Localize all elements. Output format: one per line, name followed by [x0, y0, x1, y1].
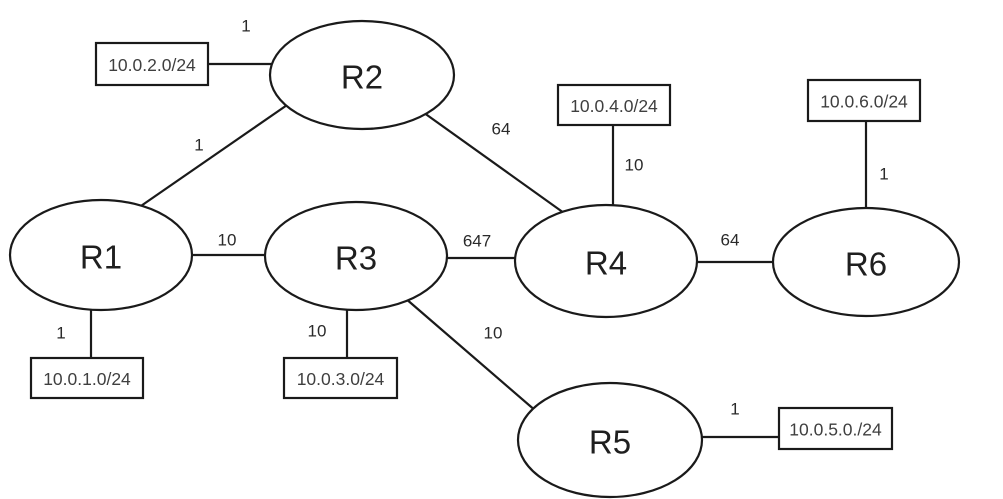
network-10.0.2.0/24: 10.0.2.0/24 — [94, 41, 210, 87]
network-10.0.3.0/24: 10.0.3.0/24 — [282, 356, 399, 400]
link-line — [419, 109, 572, 219]
router-ellipse — [771, 206, 961, 318]
link-R3-net-10.0.3.0: 10 — [308, 308, 349, 360]
router-node-R1: R1 — [8, 198, 194, 312]
router-ellipse — [8, 198, 194, 312]
link-R3-R4: 647 — [445, 232, 517, 260]
link-cost-label: 10 — [218, 231, 237, 250]
link-R1-R2: 1 — [137, 102, 291, 209]
router-label: R2 — [341, 59, 383, 96]
network-label: 10.0.5.0./24 — [789, 420, 882, 440]
network-10.0.6.0/24: 10.0.6.0/24 — [806, 78, 922, 123]
link-cost-label: 1 — [879, 165, 888, 184]
network-rect — [282, 356, 399, 400]
link-R4-net-10.0.4.0: 10 — [611, 123, 644, 209]
router-ellipse — [263, 200, 449, 312]
link-cost-label: 1 — [56, 324, 65, 343]
link-cost-label: 1 — [194, 136, 203, 155]
router-label: R5 — [589, 424, 631, 461]
link-R6-net-10.0.6.0: 1 — [864, 119, 889, 210]
link-cost-label: 647 — [463, 232, 491, 251]
router-ellipse — [516, 381, 704, 499]
link-R1-net-10.0.1.0: 1 — [56, 308, 93, 360]
network-label: 10.0.4.0/24 — [570, 96, 658, 116]
link-cost-label: 1 — [241, 17, 250, 36]
router-node-R4: R4 — [513, 203, 699, 319]
link-cost-label: 10 — [308, 322, 327, 341]
network-rect — [556, 83, 672, 127]
network-rect — [806, 78, 922, 123]
link-cost-label: 64 — [721, 231, 740, 250]
link-line — [137, 102, 291, 209]
link-line — [404, 297, 545, 419]
network-10.0.4.0/24: 10.0.4.0/24 — [556, 83, 672, 127]
router-node-R3: R3 — [263, 200, 449, 312]
router-label: R6 — [845, 246, 887, 283]
router-ellipse — [513, 203, 699, 319]
network-label: 10.0.1.0/24 — [43, 369, 131, 389]
network-rect — [777, 406, 894, 451]
router-node-R5: R5 — [516, 381, 704, 499]
link-cost-label: 1 — [730, 400, 739, 419]
network-rect — [29, 356, 145, 400]
network-rect — [94, 41, 210, 87]
router-label: R1 — [80, 239, 122, 276]
link-R4-R6: 64 — [695, 231, 775, 264]
router-node-R6: R6 — [771, 206, 961, 318]
link-R3-R5: 10 — [404, 297, 545, 419]
link-cost-label: 10 — [625, 156, 644, 175]
link-cost-label: 64 — [492, 120, 511, 139]
link-R5-net-10.0.5.0: 1 — [700, 400, 781, 439]
network-label: 10.0.6.0/24 — [820, 92, 908, 112]
router-node-R2: R2 — [268, 19, 456, 131]
network-label: 10.0.2.0/24 — [108, 55, 196, 75]
link-cost-label: 10 — [484, 324, 503, 343]
network-10.0.5.0./24: 10.0.5.0./24 — [777, 406, 894, 451]
link-R2-R4: 64 — [419, 109, 572, 219]
network-label: 10.0.3.0/24 — [297, 369, 385, 389]
network-10.0.1.0/24: 10.0.1.0/24 — [29, 356, 145, 400]
link-R1-R3: 10 — [190, 231, 267, 257]
router-ellipse — [268, 19, 456, 131]
router-label: R3 — [335, 240, 377, 277]
router-label: R4 — [585, 245, 627, 282]
link-R2-net-10.0.2.0: 1 — [206, 17, 273, 66]
